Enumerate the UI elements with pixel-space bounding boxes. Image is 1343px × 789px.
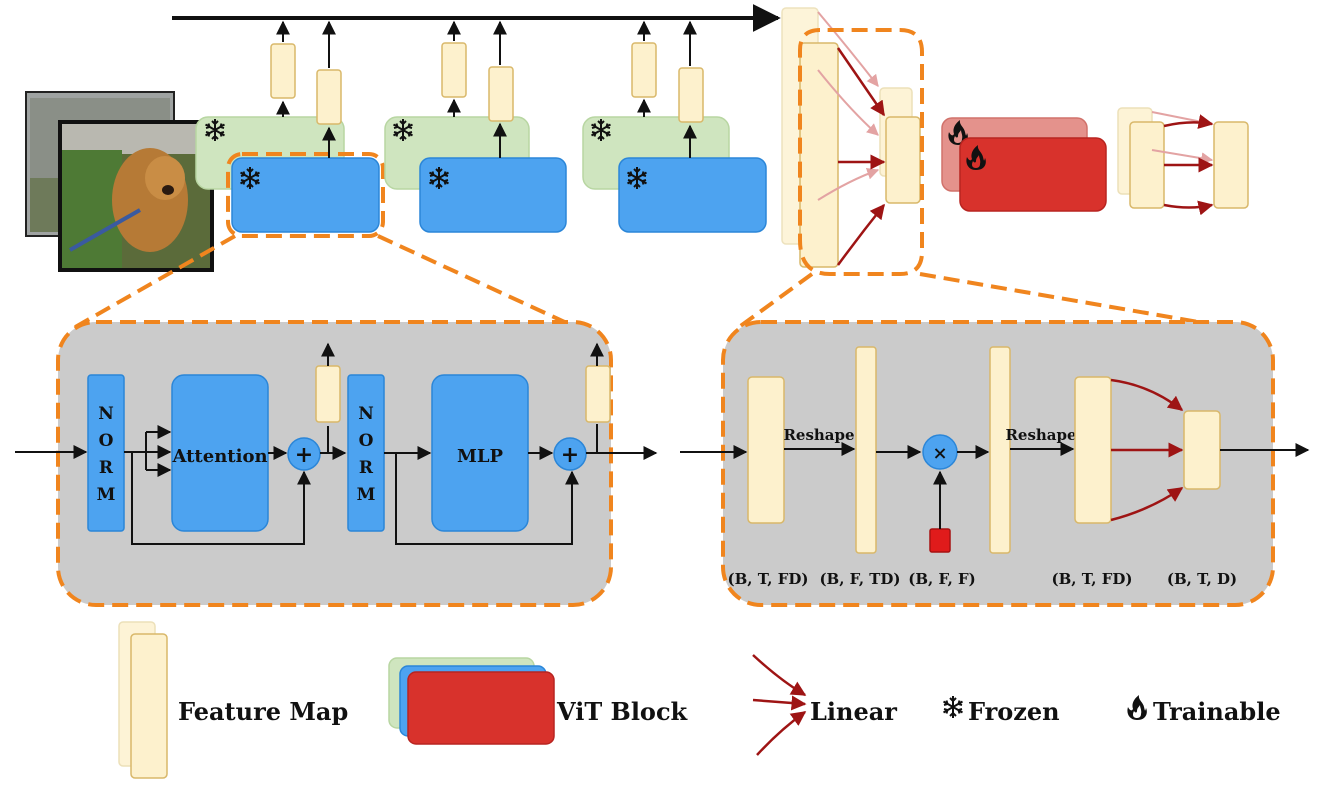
- legend-trainable: Trainable: [1127, 695, 1281, 726]
- legend-vit-block: ViT Block: [388, 657, 689, 745]
- legend-frozen-label: Frozen: [968, 697, 1060, 726]
- mlp-label: MLP: [457, 446, 504, 467]
- zoom-connector-left: [377, 234, 583, 332]
- vit-block-group-1: [195, 20, 385, 238]
- legend: Feature Map ViT Block Linear Frozen Trai…: [118, 621, 1281, 779]
- legend-trainable-label: Trainable: [1153, 697, 1281, 726]
- zoom-connector-right: [733, 272, 814, 332]
- legend-feature-map-label: Feature Map: [178, 697, 348, 726]
- legend-linear-label: Linear: [810, 697, 897, 726]
- snowflake-icon: [942, 695, 964, 719]
- vit-block-group-3: [582, 20, 767, 233]
- flame-icon: [1127, 695, 1147, 720]
- trainable-blocks: [941, 117, 1107, 212]
- times-symbol: ×: [932, 443, 947, 464]
- plus-symbol: +: [295, 442, 313, 468]
- zoom-connector-right: [919, 272, 1246, 332]
- vit-block-detail-panel: N O R M Attention + N O R M MLP +: [15, 320, 658, 607]
- reshape-label: Reshape: [783, 426, 854, 444]
- norm-block-1: [87, 374, 125, 532]
- norm-letter: O: [359, 431, 374, 451]
- legend-vit-block-label: ViT Block: [556, 697, 689, 726]
- output-head-top: [1117, 107, 1249, 216]
- norm-letter: R: [359, 458, 374, 478]
- input-image-stack: [25, 91, 214, 272]
- norm-letter: O: [99, 431, 114, 451]
- norm-letter: M: [357, 485, 376, 505]
- plus-symbol: +: [561, 442, 579, 468]
- legend-feature-map: Feature Map: [118, 621, 348, 779]
- norm-block-2: [347, 374, 385, 532]
- dim-label: (B, F, TD): [819, 570, 900, 588]
- norm-letter: N: [98, 404, 114, 424]
- attention-label: Attention: [171, 446, 267, 467]
- vit-block-group-2: [384, 20, 567, 233]
- dim-label: (B, T, D): [1167, 570, 1237, 588]
- dim-label: (B, T, FD): [1052, 570, 1133, 588]
- vit-block-front: [231, 157, 380, 233]
- norm-letter: N: [358, 404, 374, 424]
- top-pipeline: [25, 4, 1249, 276]
- fusion-head-top: [781, 7, 924, 276]
- norm-letter: M: [97, 485, 116, 505]
- reshape-label: Reshape: [1005, 426, 1076, 444]
- fusion-weight: [929, 528, 951, 553]
- norm-letter: R: [99, 458, 114, 478]
- fusion-head-detail-panel: Reshape × Reshape (B, T, FD) (B, F, TD) …: [680, 320, 1310, 607]
- dim-label: (B, F, F): [908, 570, 976, 588]
- zoom-highlight: [226, 152, 385, 238]
- legend-linear: Linear: [752, 654, 897, 756]
- zoom-connector-left: [69, 234, 236, 332]
- dim-label: (B, T, FD): [728, 570, 809, 588]
- legend-frozen: Frozen: [942, 695, 1060, 726]
